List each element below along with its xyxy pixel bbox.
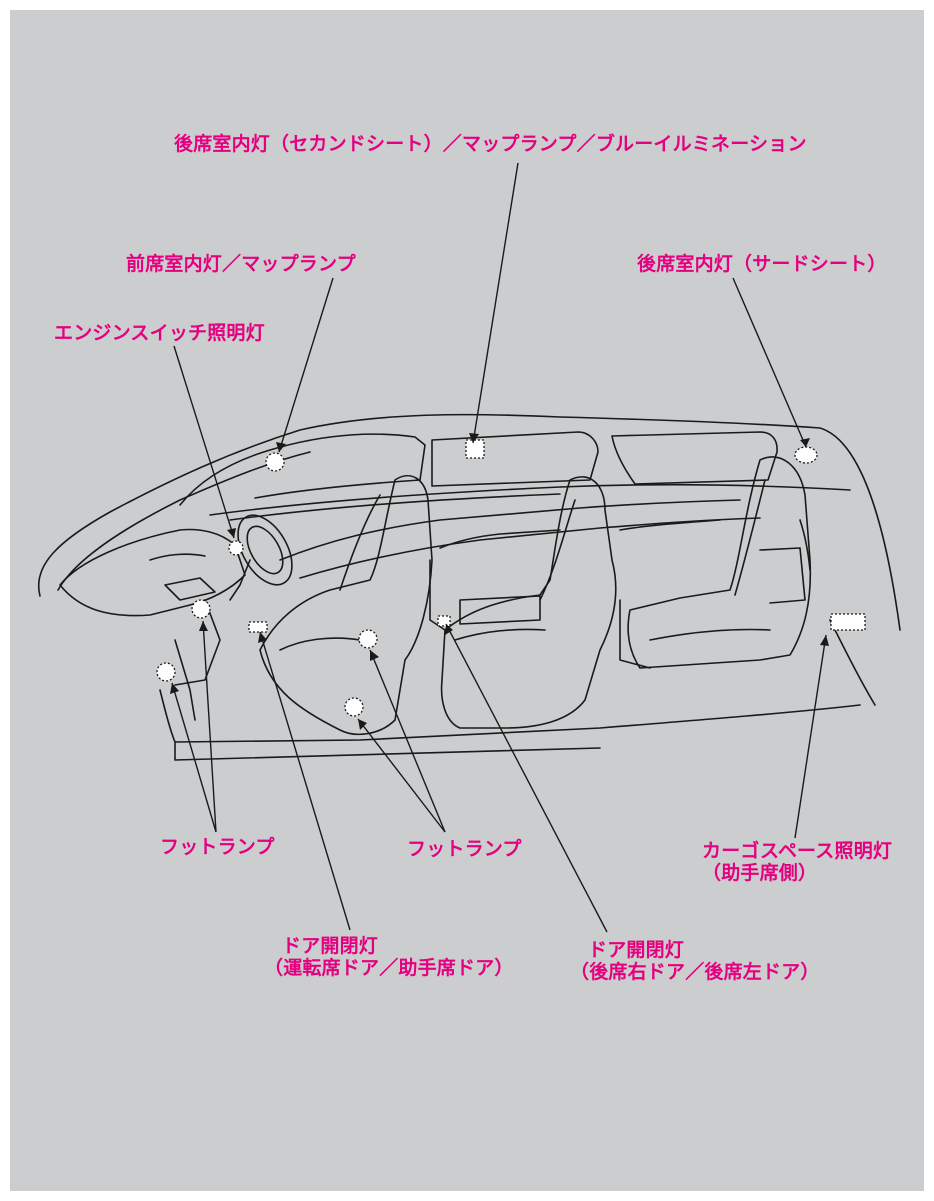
label-door-light-rear: ドア開閉灯 （後席右ドア／後席左ドア）: [570, 939, 820, 983]
leader-lines: [171, 162, 827, 933]
label-cargo-line1: カーゴスペース照明灯: [702, 840, 893, 862]
arrowheads: [170, 433, 829, 730]
label-cargo-line2: （助手席側）: [702, 862, 818, 884]
label-foot-lamp-left: フットランプ: [160, 836, 275, 858]
map-lamp-front-marker: [265, 452, 285, 472]
label-door-rear-line1: ドア開閉灯: [588, 939, 685, 961]
foot-lamp-marker-4: [344, 697, 364, 717]
third-row-room-lamp-marker: [794, 446, 818, 464]
label-door-light-front: ドア開閉灯 （運転席ドア／助手席ドア）: [264, 935, 514, 979]
label-foot-lamp-center: フットランプ: [407, 838, 522, 860]
label-engine-switch-light: エンジンスイッチ照明灯: [54, 322, 265, 344]
second-row-room-lamp-marker: [465, 439, 485, 459]
label-cargo-space-light: カーゴスペース照明灯 （助手席側）: [702, 840, 892, 884]
foot-lamp-marker-3: [358, 629, 378, 649]
vehicle-outline: [37, 413, 901, 761]
cargo-light-marker: [830, 613, 866, 631]
door-light-rear-marker: [437, 615, 451, 627]
label-door-front-line1: ドア開閉灯: [282, 935, 379, 957]
label-rear-room-lamp-second-row: 後席室内灯（セカンドシート）／マップランプ／ブルーイルミネーション: [174, 133, 807, 155]
foot-lamp-marker-1: [191, 599, 211, 619]
door-light-front-marker: [248, 621, 268, 633]
label-rear-room-lamp-third-row: 後席室内灯（サードシート）: [637, 253, 887, 275]
engine-switch-light-marker: [228, 540, 244, 556]
label-door-rear-line2: （後席右ドア／後席左ドア）: [570, 961, 820, 983]
label-front-room-lamp: 前席室内灯／マップランプ: [126, 253, 356, 275]
label-door-front-line2: （運転席ドア／助手席ドア）: [264, 957, 514, 979]
diagram-panel: [10, 10, 924, 1191]
foot-lamp-marker-2: [156, 662, 176, 682]
lamp-markers: [156, 439, 866, 717]
